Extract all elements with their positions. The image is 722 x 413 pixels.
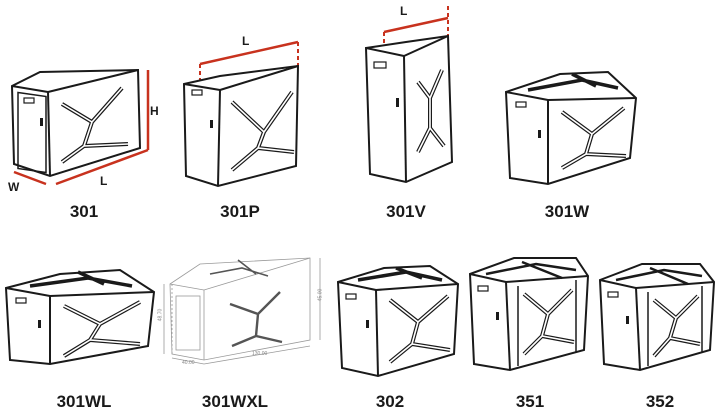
product-302[interactable]: [334, 258, 464, 378]
product-301WXL[interactable]: 130.00 40.00 48.70 45.00: [157, 246, 330, 376]
label-351: 351: [515, 392, 545, 411]
dimension-height: H: [150, 104, 159, 118]
product-301W[interactable]: [500, 56, 640, 186]
product-302-drawing: [336, 264, 460, 378]
label-302: 302: [375, 392, 405, 411]
dimension-length-301P: L: [242, 34, 250, 48]
label-301W: 301W: [544, 202, 590, 221]
dimension-wxl-width: 40.00: [182, 360, 195, 366]
product-352-drawing: [598, 263, 716, 372]
dimension-width: W: [8, 180, 20, 194]
label-301WL: 301WL: [56, 392, 112, 411]
label-301: 301: [69, 202, 99, 221]
label-301P: 301P: [220, 202, 260, 221]
product-301P[interactable]: L: [180, 30, 310, 190]
dimension-length: L: [100, 174, 108, 188]
dimension-length-301V: L: [400, 4, 408, 18]
product-351[interactable]: [466, 254, 592, 376]
product-301V-drawing: [364, 6, 454, 184]
dimension-wxl-height-left: 48.70: [157, 308, 164, 322]
label-301V: 301V: [386, 202, 426, 221]
product-301WL-drawing: [4, 268, 156, 366]
product-301-drawing: [10, 68, 150, 186]
product-301WL[interactable]: [0, 262, 160, 372]
product-301V[interactable]: L: [360, 2, 460, 192]
product-351-drawing: [468, 257, 590, 372]
dimension-wxl-height-right: 45.00: [317, 288, 324, 302]
product-301WXL-drawing: [163, 257, 321, 365]
label-352: 352: [645, 392, 675, 411]
product-301W-drawing: [504, 70, 638, 186]
label-301WXL: 301WXL: [201, 392, 269, 411]
product-301P-drawing: [182, 40, 300, 188]
dimension-wxl-length: 130.00: [252, 351, 268, 357]
product-352[interactable]: [596, 260, 718, 376]
product-301[interactable]: H W L: [0, 60, 160, 210]
